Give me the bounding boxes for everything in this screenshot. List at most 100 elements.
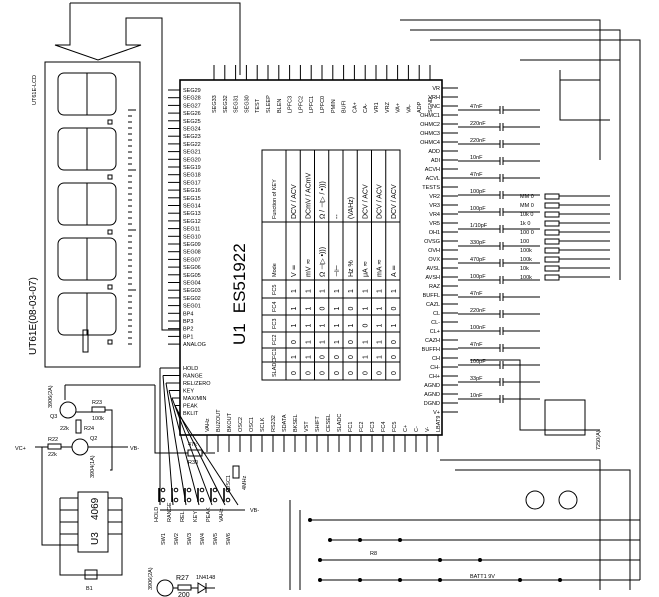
pin-label-top: BUFI bbox=[342, 100, 348, 113]
pin-label-bottom: BUZOUT bbox=[216, 409, 222, 432]
transistor-q3 bbox=[59, 401, 77, 419]
pin-label-right: ADD bbox=[428, 149, 440, 155]
capacitor-value: 10nF bbox=[470, 393, 483, 399]
pin-label-right: VRH bbox=[428, 95, 440, 101]
capacitor-value: 47nF bbox=[470, 104, 483, 110]
resistor-value: 1k 0 bbox=[520, 221, 530, 227]
r23-value: 100k bbox=[92, 416, 104, 422]
junction-dot bbox=[318, 558, 322, 562]
table-cell: 1 bbox=[377, 340, 384, 344]
pin-label-right: CH- bbox=[430, 365, 440, 371]
switch-label: PEAK bbox=[206, 507, 212, 522]
pin-label-right: RAZ bbox=[429, 284, 441, 290]
decimal-point bbox=[107, 174, 113, 180]
table-header: FC4 bbox=[272, 302, 278, 312]
resistor bbox=[544, 274, 560, 281]
bottom-bus-wires bbox=[289, 500, 640, 590]
switch-ref: SW3 bbox=[187, 533, 193, 545]
table-cell: μA ≂ bbox=[362, 261, 369, 277]
resistor-value: 100 0 bbox=[520, 230, 534, 236]
junction-dot bbox=[328, 538, 332, 542]
resistor-value: 100k bbox=[520, 275, 532, 281]
table-cell: -- bbox=[334, 214, 341, 219]
table-cell: 1 bbox=[362, 289, 369, 293]
pin-label-top: SEG30 bbox=[244, 95, 250, 113]
pin-label-right: DGND bbox=[424, 401, 440, 407]
pin-label-right: V+ bbox=[433, 410, 440, 416]
table-cell: 0 bbox=[377, 371, 384, 375]
switch-label: VAHz bbox=[219, 508, 225, 522]
pin-label-left: SEG03 bbox=[183, 288, 201, 294]
pin-label-top: VA+ bbox=[396, 103, 402, 113]
capacitor-value: 100pF bbox=[470, 359, 486, 365]
table-cell: mA ≂ bbox=[377, 259, 384, 277]
junction-dot bbox=[518, 578, 522, 582]
capacitor-value: 220nF bbox=[470, 138, 486, 144]
pin-label-top: LPFC0 bbox=[320, 96, 326, 113]
lcd-panel bbox=[44, 61, 141, 368]
q2-part: 3904(1A) bbox=[90, 455, 96, 478]
resistor-value: 10k 0 bbox=[520, 212, 533, 218]
pin-label-right: ACVL bbox=[426, 176, 440, 182]
table-cell: 1 bbox=[320, 323, 327, 327]
lcd-bus-line bbox=[70, 2, 241, 75]
pin-label-left: SEG24 bbox=[183, 127, 201, 133]
pin-label-left: SEG27 bbox=[183, 103, 201, 109]
capacitor-value: 100nF bbox=[470, 325, 486, 331]
table-cell: 0 bbox=[362, 371, 369, 375]
table-cell: Ω ⊣▷ •))) bbox=[320, 247, 327, 277]
pin-label-left: SEG21 bbox=[183, 150, 201, 156]
u3-part: 4069 bbox=[90, 497, 101, 520]
switch-label: RANGE bbox=[167, 502, 173, 522]
decimal-point bbox=[107, 229, 113, 235]
table-cell: 0 bbox=[320, 371, 327, 375]
chip-u1 bbox=[179, 79, 443, 436]
pin-label-left: SEG16 bbox=[183, 188, 201, 194]
lcd-digit bbox=[57, 237, 117, 290]
table-cell: A ≂ bbox=[391, 265, 398, 277]
table-cell: mV ≂ bbox=[305, 259, 312, 277]
pin-label-left: SEG29 bbox=[183, 88, 201, 94]
table-cell: (VAHz) bbox=[348, 197, 355, 219]
pin-label-left-lower: HOLD bbox=[183, 366, 198, 372]
q4-part: 3906(2A) bbox=[148, 567, 154, 590]
osc-freq: 4MHz bbox=[242, 475, 248, 490]
capacitor-value: 470pF bbox=[470, 257, 486, 263]
resistor bbox=[544, 265, 560, 272]
junction-dot bbox=[438, 558, 442, 562]
resistor-r22 bbox=[47, 443, 62, 450]
pin-label-right: CL- bbox=[431, 320, 440, 326]
resistor bbox=[544, 247, 560, 254]
pin-label-bottom: V- bbox=[425, 427, 431, 432]
table-cell: 0 bbox=[391, 355, 398, 359]
transistor-q5 bbox=[525, 490, 545, 510]
pin-label-right: VR4 bbox=[429, 212, 440, 218]
lcd-version: UT61E(08-03-07) bbox=[28, 277, 39, 355]
pin-label-left: SEG14 bbox=[183, 204, 201, 210]
pin-label-bottom: FC4 bbox=[381, 422, 387, 432]
capacitor-value: 100pF bbox=[470, 206, 486, 212]
table-cell: DCV / ACV bbox=[377, 184, 384, 219]
pin-label-right: ADI bbox=[431, 158, 441, 164]
pin-label-top: VA- bbox=[406, 104, 412, 113]
pin-label-top: LPFC2 bbox=[298, 96, 304, 113]
pin-label-right: OHMC1 bbox=[420, 113, 440, 119]
pin-label-left: SEG19 bbox=[183, 165, 201, 171]
vc-label: VC+ bbox=[15, 446, 26, 452]
transistor-q6 bbox=[558, 490, 578, 510]
switch-row: HOLDSW1RANGESW2RELSW3KEYSW4PEAKSW5VAHzSW… bbox=[154, 487, 232, 545]
r24-value: 22k bbox=[60, 426, 69, 432]
junction-dot bbox=[318, 578, 322, 582]
right-wires bbox=[400, 19, 641, 580]
pin-label-left-lower: REL/ZERO bbox=[183, 381, 211, 387]
pin-label-bottom: SLADC bbox=[337, 414, 343, 432]
pin-label-right: CH bbox=[432, 356, 440, 362]
table-cell: 0 bbox=[391, 340, 398, 344]
